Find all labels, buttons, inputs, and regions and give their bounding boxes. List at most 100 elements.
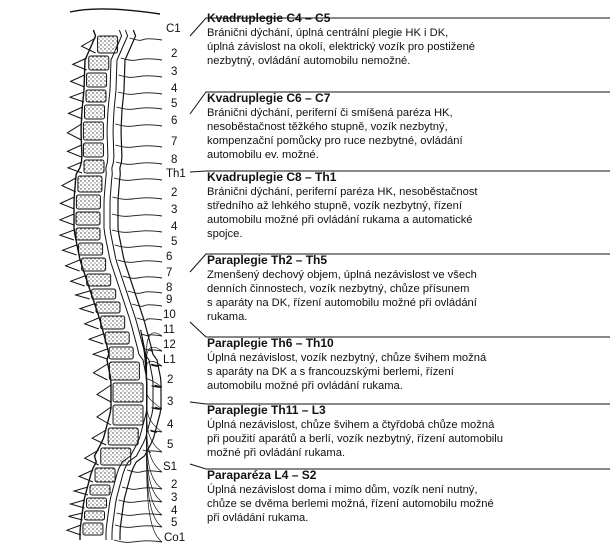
section-bracket-line — [189, 401, 610, 405]
level-label-s4: 4 — [171, 505, 178, 517]
nerve-root — [115, 161, 163, 165]
cauda-equina-fiber — [140, 329, 163, 543]
section-line: chůze se dvěma berlemi možná, řízení aut… — [207, 498, 494, 510]
vertebral-body — [97, 35, 119, 54]
nerve-root — [122, 275, 163, 279]
section-line: s aparáty na DK a s francouzskými berlem… — [207, 366, 454, 378]
vertebral-body — [86, 72, 108, 88]
section-line: Zmenšený dechový objem, úplná nezávislos… — [207, 269, 477, 281]
level-label-c7: 7 — [171, 136, 178, 148]
vertebral-body — [82, 121, 104, 141]
spinous-process — [96, 384, 112, 403]
section-line: Bránični dýchání, periferní paréza HK, n… — [207, 186, 478, 198]
spinous-process — [83, 449, 99, 466]
section-c8-th1: Kvadruplegie C8 – Th1 Bránični dýchání, … — [207, 171, 609, 241]
spinous-process — [69, 74, 85, 88]
section-title: Kvadruplegie C4 – C5 — [207, 11, 331, 25]
vertebral-body — [85, 89, 107, 103]
spinous-process — [61, 244, 77, 256]
nerve-root — [111, 229, 163, 233]
section-bracket-line — [189, 253, 610, 273]
vertebral-body — [108, 361, 140, 381]
level-label-th9: 9 — [166, 294, 173, 306]
vertebral-body — [75, 227, 101, 241]
level-label-l3: 3 — [167, 396, 174, 408]
level-label-l2: 2 — [167, 374, 174, 386]
section-line: úplná závislost na okolí, elektrický voz… — [207, 41, 476, 53]
spinous-process — [92, 363, 108, 381]
level-label-th8: 8 — [166, 282, 173, 294]
spinal-canal-line — [109, 29, 154, 540]
level-label-c1: C1 — [166, 23, 181, 35]
level-label-th7: 7 — [166, 267, 173, 279]
vertebral-body — [107, 427, 139, 446]
spinous-process — [60, 177, 77, 193]
level-label-th1: Th1 — [166, 168, 186, 180]
level-label-s2: 2 — [171, 479, 178, 491]
nerve-root — [116, 106, 163, 110]
spinous-process — [64, 259, 80, 272]
spinous-process — [58, 229, 75, 241]
spinous-process — [58, 213, 75, 226]
nerve-root — [145, 348, 163, 352]
level-label-co1: Co1 — [164, 532, 186, 544]
section-line: nesoběstačnost těžkého stupně, vozík nez… — [207, 121, 448, 133]
level-label-c6: 6 — [171, 115, 178, 127]
section-line: kompenzační pomůcky pro ruce nezbytné, o… — [207, 135, 463, 147]
spinous-process — [68, 499, 85, 509]
nerve-root — [115, 123, 163, 127]
nerve-root — [118, 499, 163, 503]
vertebral-body — [100, 447, 132, 466]
section-line: Bránični dýchání, periferní či smíšená p… — [207, 107, 453, 119]
section-line: automobilu ev. možné. — [207, 149, 319, 161]
section-th11-l3: Paraplegie Th11 – L3 Úplná nezávislost, … — [207, 404, 609, 460]
vertebral-body — [91, 288, 117, 300]
level-label-c8: 8 — [171, 154, 178, 166]
vertebral-body — [89, 484, 111, 496]
spinous-process — [59, 196, 75, 210]
vertebral-body — [86, 273, 112, 287]
section-line: středního až lehkého stupně, vozík nezby… — [207, 200, 462, 212]
section-line: při ovládání rukama. — [207, 512, 309, 524]
spinous-process — [96, 406, 112, 426]
spinous-process — [66, 161, 83, 174]
vertebral-body — [94, 467, 116, 483]
vertebral-body — [104, 331, 130, 345]
spinous-process — [91, 429, 107, 446]
spinous-process — [83, 317, 99, 330]
section-bracket-line — [189, 17, 610, 37]
vertebral-body — [83, 159, 105, 174]
section-line: při použití aparátů a berlí, vozík nezby… — [207, 433, 504, 445]
section-line: automobilu možné při ovládání rukama. — [207, 380, 403, 392]
spinous-process — [80, 37, 96, 54]
section-line: rukama. — [207, 311, 248, 323]
level-label-th3: 3 — [171, 204, 178, 216]
nerve-root — [117, 91, 163, 95]
nerve-root — [113, 177, 163, 181]
section-line: Bránični dýchání, úplná centrální plegie… — [207, 27, 449, 39]
section-th6-th10: Paraplegie Th6 – Th10 Úplná nezávislost,… — [207, 337, 609, 393]
spinous-process — [68, 91, 85, 103]
vertebral-body — [82, 142, 104, 158]
spinous-process — [78, 303, 95, 314]
nerve-root — [131, 303, 163, 307]
nerve-root — [118, 74, 163, 78]
nerve-root — [116, 512, 163, 516]
level-label-th5: 5 — [171, 236, 178, 248]
section-bracket-line — [189, 170, 610, 173]
section-line: spojce. — [207, 228, 243, 240]
section-line: automobilu možné při ovládání rukama a a… — [207, 214, 473, 226]
spinous-process — [68, 512, 83, 521]
spinous-process — [67, 106, 83, 120]
section-c6-c7: Kvadruplegie C6 – C7 Bránični dýchání, p… — [207, 92, 609, 162]
vertebral-body — [77, 175, 103, 193]
vertebral-body — [84, 104, 105, 120]
nerve-root — [127, 290, 163, 294]
vertebral-body — [78, 242, 104, 256]
level-label-c5: 5 — [171, 98, 178, 110]
vertebral-body — [112, 382, 144, 403]
nerve-root — [151, 384, 163, 388]
section-line: Úplná nezávislost doma i mimo dům, vozík… — [207, 484, 478, 496]
